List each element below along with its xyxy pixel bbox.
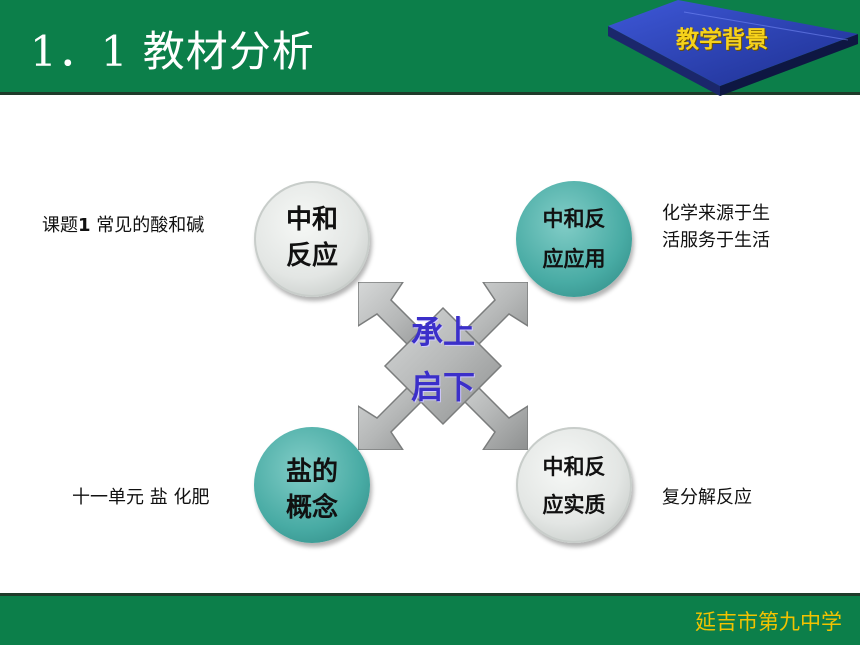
side-label-top-right: 化学来源于生 活服务于生活 [662,200,770,254]
badge-top-face [608,0,858,86]
circle-text-line1: 中和 [285,205,338,235]
arrow-center-diamond [383,306,503,426]
side-label-bottom-right: 复分解反应 [662,487,752,508]
footer-divider [0,593,860,596]
side-label-bottom-left: 十一单元 盐 化肥 [72,487,210,508]
side-label-line1: 化学来源于生 [662,203,770,224]
circle-salt-concept[interactable]: 盐的 概念 [254,427,370,543]
side-label-prefix: 课题 [42,215,78,236]
circle-text-line2: 反应 [285,241,338,271]
circle-text-line2: 应应用 [542,247,606,271]
badge-3d-block[interactable] [604,0,860,96]
center-label-line1: 承上 [410,313,475,351]
circle-text-line2: 应实质 [542,493,606,517]
footer-bar [0,596,860,645]
side-label-number: 1 [78,215,91,236]
circle-text-line1: 中和反 [542,455,606,479]
badge-side-right [720,34,858,96]
badge-side-left [608,26,720,96]
circle-neutralization-essence[interactable]: 中和反 应实质 [516,427,632,543]
center-label-line2: 启下 [410,368,475,406]
badge-label: 教学背景 [676,27,768,53]
circle-text-line2: 概念 [285,493,338,523]
four-way-arrow-icon [358,282,528,450]
circle-text-line1: 中和反 [542,207,606,231]
side-label-top-left: 课题1 常见的酸和碱 [42,211,204,237]
circle-text-line1: 盐的 [285,457,338,487]
circle-neutralization-application[interactable]: 中和反 应应用 [516,181,632,297]
side-label-rest: 常见的酸和碱 [90,215,205,236]
header-divider [0,92,860,95]
footer-school-name: 延吉市第九中学 [695,610,842,634]
circle-neutralization[interactable]: 中和 反应 [254,181,370,297]
page-title: 1．1 教材分析 [30,27,315,76]
side-label-line2: 活服务于生活 [662,230,770,251]
